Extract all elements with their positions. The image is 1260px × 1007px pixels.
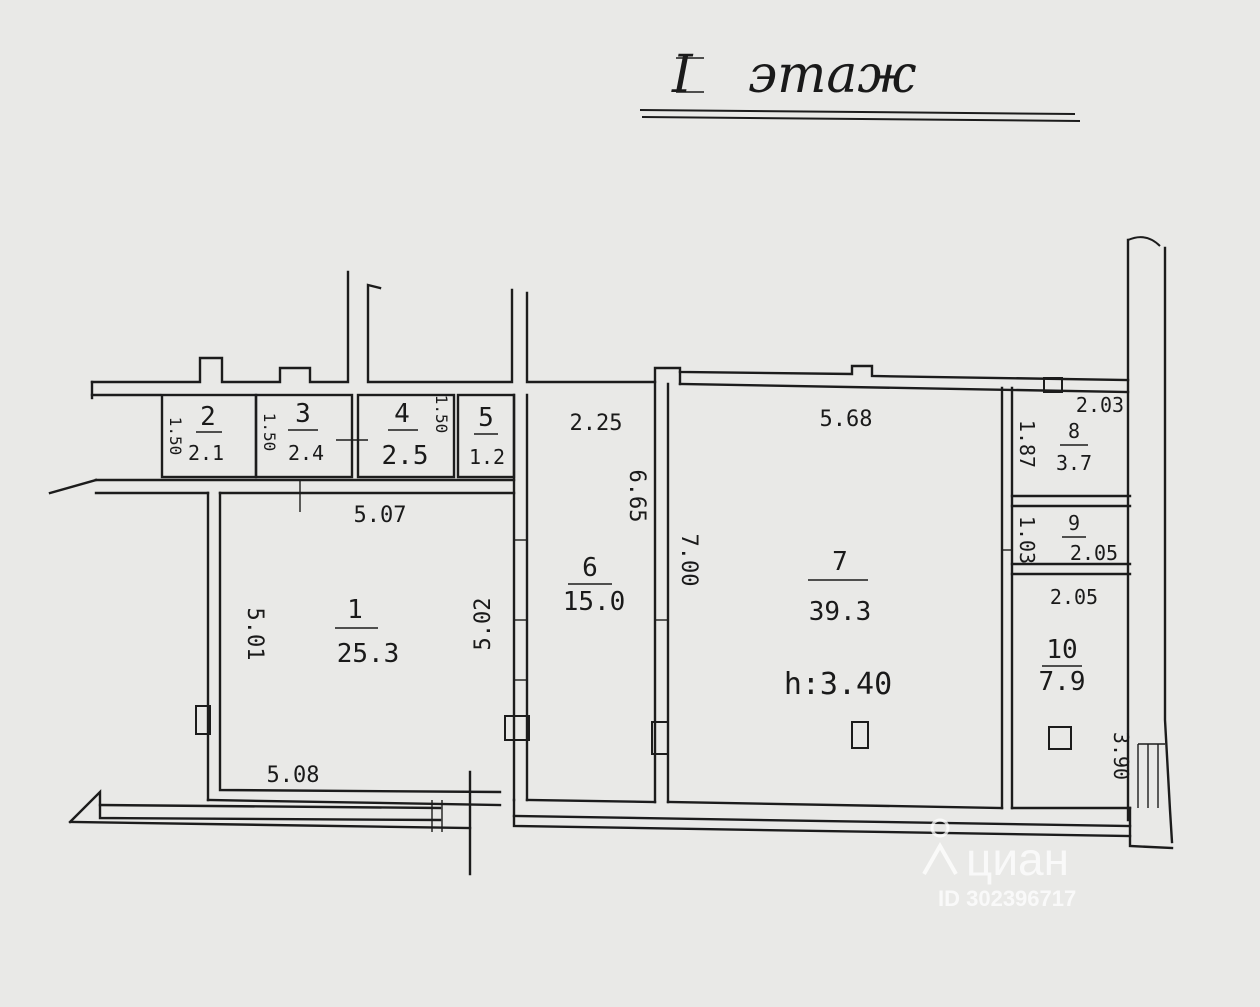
room-9-number: 9 [1068, 511, 1080, 535]
room-9-area: 2.05 [1070, 541, 1118, 565]
room-1-area: 25.3 [337, 639, 400, 669]
walls [48, 236, 1174, 876]
ceiling-height: h:3.40 [784, 667, 892, 702]
dim-3-90: 3.90 [1109, 732, 1133, 780]
watermark-brand: циан [966, 833, 1069, 885]
room-8-number: 8 [1068, 419, 1080, 443]
dim-2-03: 2.03 [1076, 393, 1124, 417]
dimension-labels: 5.07 5.08 5.01 5.02 2.25 6.65 7.00 5.68 … [166, 393, 1133, 788]
dim-5-08: 5.08 [267, 763, 320, 788]
floor-numeral: I [671, 45, 694, 105]
room-4-number: 4 [394, 399, 410, 429]
dim-1-50-room3: 1.50 [260, 413, 279, 452]
dim-2-05: 2.05 [1050, 585, 1098, 609]
room-10-area: 7.9 [1039, 667, 1086, 697]
room-2-area: 2.1 [188, 441, 224, 465]
dim-1-87: 1.87 [1015, 420, 1039, 468]
dim-5-02: 5.02 [471, 598, 496, 651]
room-5-number: 5 [478, 403, 494, 433]
room-2-number: 2 [200, 402, 216, 432]
room-7-area: 39.3 [809, 597, 872, 627]
dim-5-07: 5.07 [354, 503, 407, 528]
room-1-number: 1 [347, 595, 363, 625]
room-8-area: 3.7 [1056, 451, 1092, 475]
room-labels: 1 25.3 2 2.1 3 2.4 4 2.5 5 1.2 6 15.0 7 … [188, 399, 1118, 702]
floor-word: этаж [748, 45, 917, 105]
cian-logo-icon [922, 841, 958, 875]
dim-2-25: 2.25 [570, 411, 623, 436]
dim-1-50-room2: 1.50 [166, 417, 185, 456]
floor-title: I этаж [639, 45, 1081, 122]
room-3-number: 3 [295, 399, 311, 429]
dim-5-68: 5.68 [820, 407, 873, 432]
room-10-number: 10 [1046, 635, 1077, 665]
room-6-number: 6 [582, 553, 598, 583]
room-6-area: 15.0 [563, 587, 626, 617]
dim-1-03: 1.03 [1015, 516, 1039, 564]
room-4-area: 2.5 [382, 441, 429, 471]
room-7-number: 7 [832, 547, 848, 577]
watermark-id: ID 302396717 [938, 886, 1076, 911]
cian-watermark: циан ID 302396717 [922, 818, 1076, 911]
dim-6-65: 6.65 [624, 470, 649, 523]
room-5-area: 1.2 [469, 445, 505, 469]
dim-7-00: 7.00 [676, 534, 701, 587]
room-3-area: 2.4 [288, 441, 324, 465]
dim-5-01: 5.01 [242, 608, 267, 661]
dim-1-50-room4: 1.50 [432, 395, 451, 434]
